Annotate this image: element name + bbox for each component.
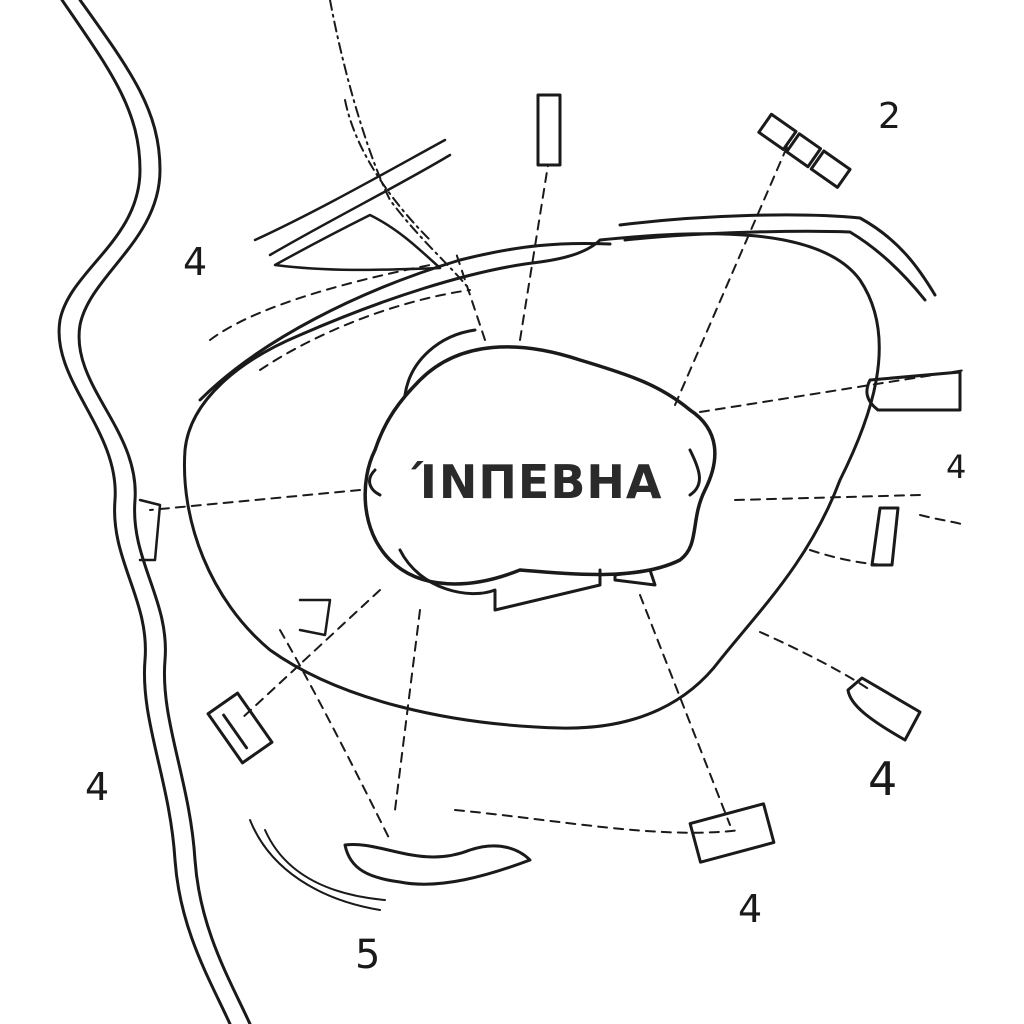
outpost-north-east (757, 112, 852, 189)
label-4-upper-left: 4 (183, 240, 207, 284)
outer-path-lower (279, 629, 741, 841)
outpost-east (865, 370, 962, 412)
label-4-lower-left: 4 (85, 765, 109, 809)
central-fortress (363, 328, 717, 612)
lake-south (343, 842, 532, 886)
river (57, 0, 252, 1024)
outposts (138, 93, 962, 911)
outpost-west (138, 498, 162, 562)
road-upper-right (618, 213, 937, 302)
label-5: 5 (355, 932, 380, 978)
outer-ring-upper (198, 241, 612, 402)
outpost-inner-sw (298, 598, 332, 637)
outpost-south (688, 802, 776, 864)
outpost-south-east (846, 676, 922, 742)
label-4-lower-right: 4 (868, 752, 897, 806)
upper-left-triangle (273, 213, 442, 272)
outpost-east-lower (870, 506, 900, 567)
center-label: ΊΝΠΕΒΗΑ (411, 455, 663, 509)
lake-south-ripples (249, 819, 386, 911)
outpost-north (536, 93, 562, 167)
outpost-south-west (206, 691, 274, 765)
label-4-right-edge: 4 (946, 448, 966, 486)
label-2: 2 (878, 96, 901, 137)
radial-lines (149, 0, 966, 826)
road-upper-left (253, 138, 452, 257)
outer-boundary (182, 232, 881, 730)
outer-path-right (759, 514, 966, 691)
label-4-bottom: 4 (738, 887, 762, 931)
